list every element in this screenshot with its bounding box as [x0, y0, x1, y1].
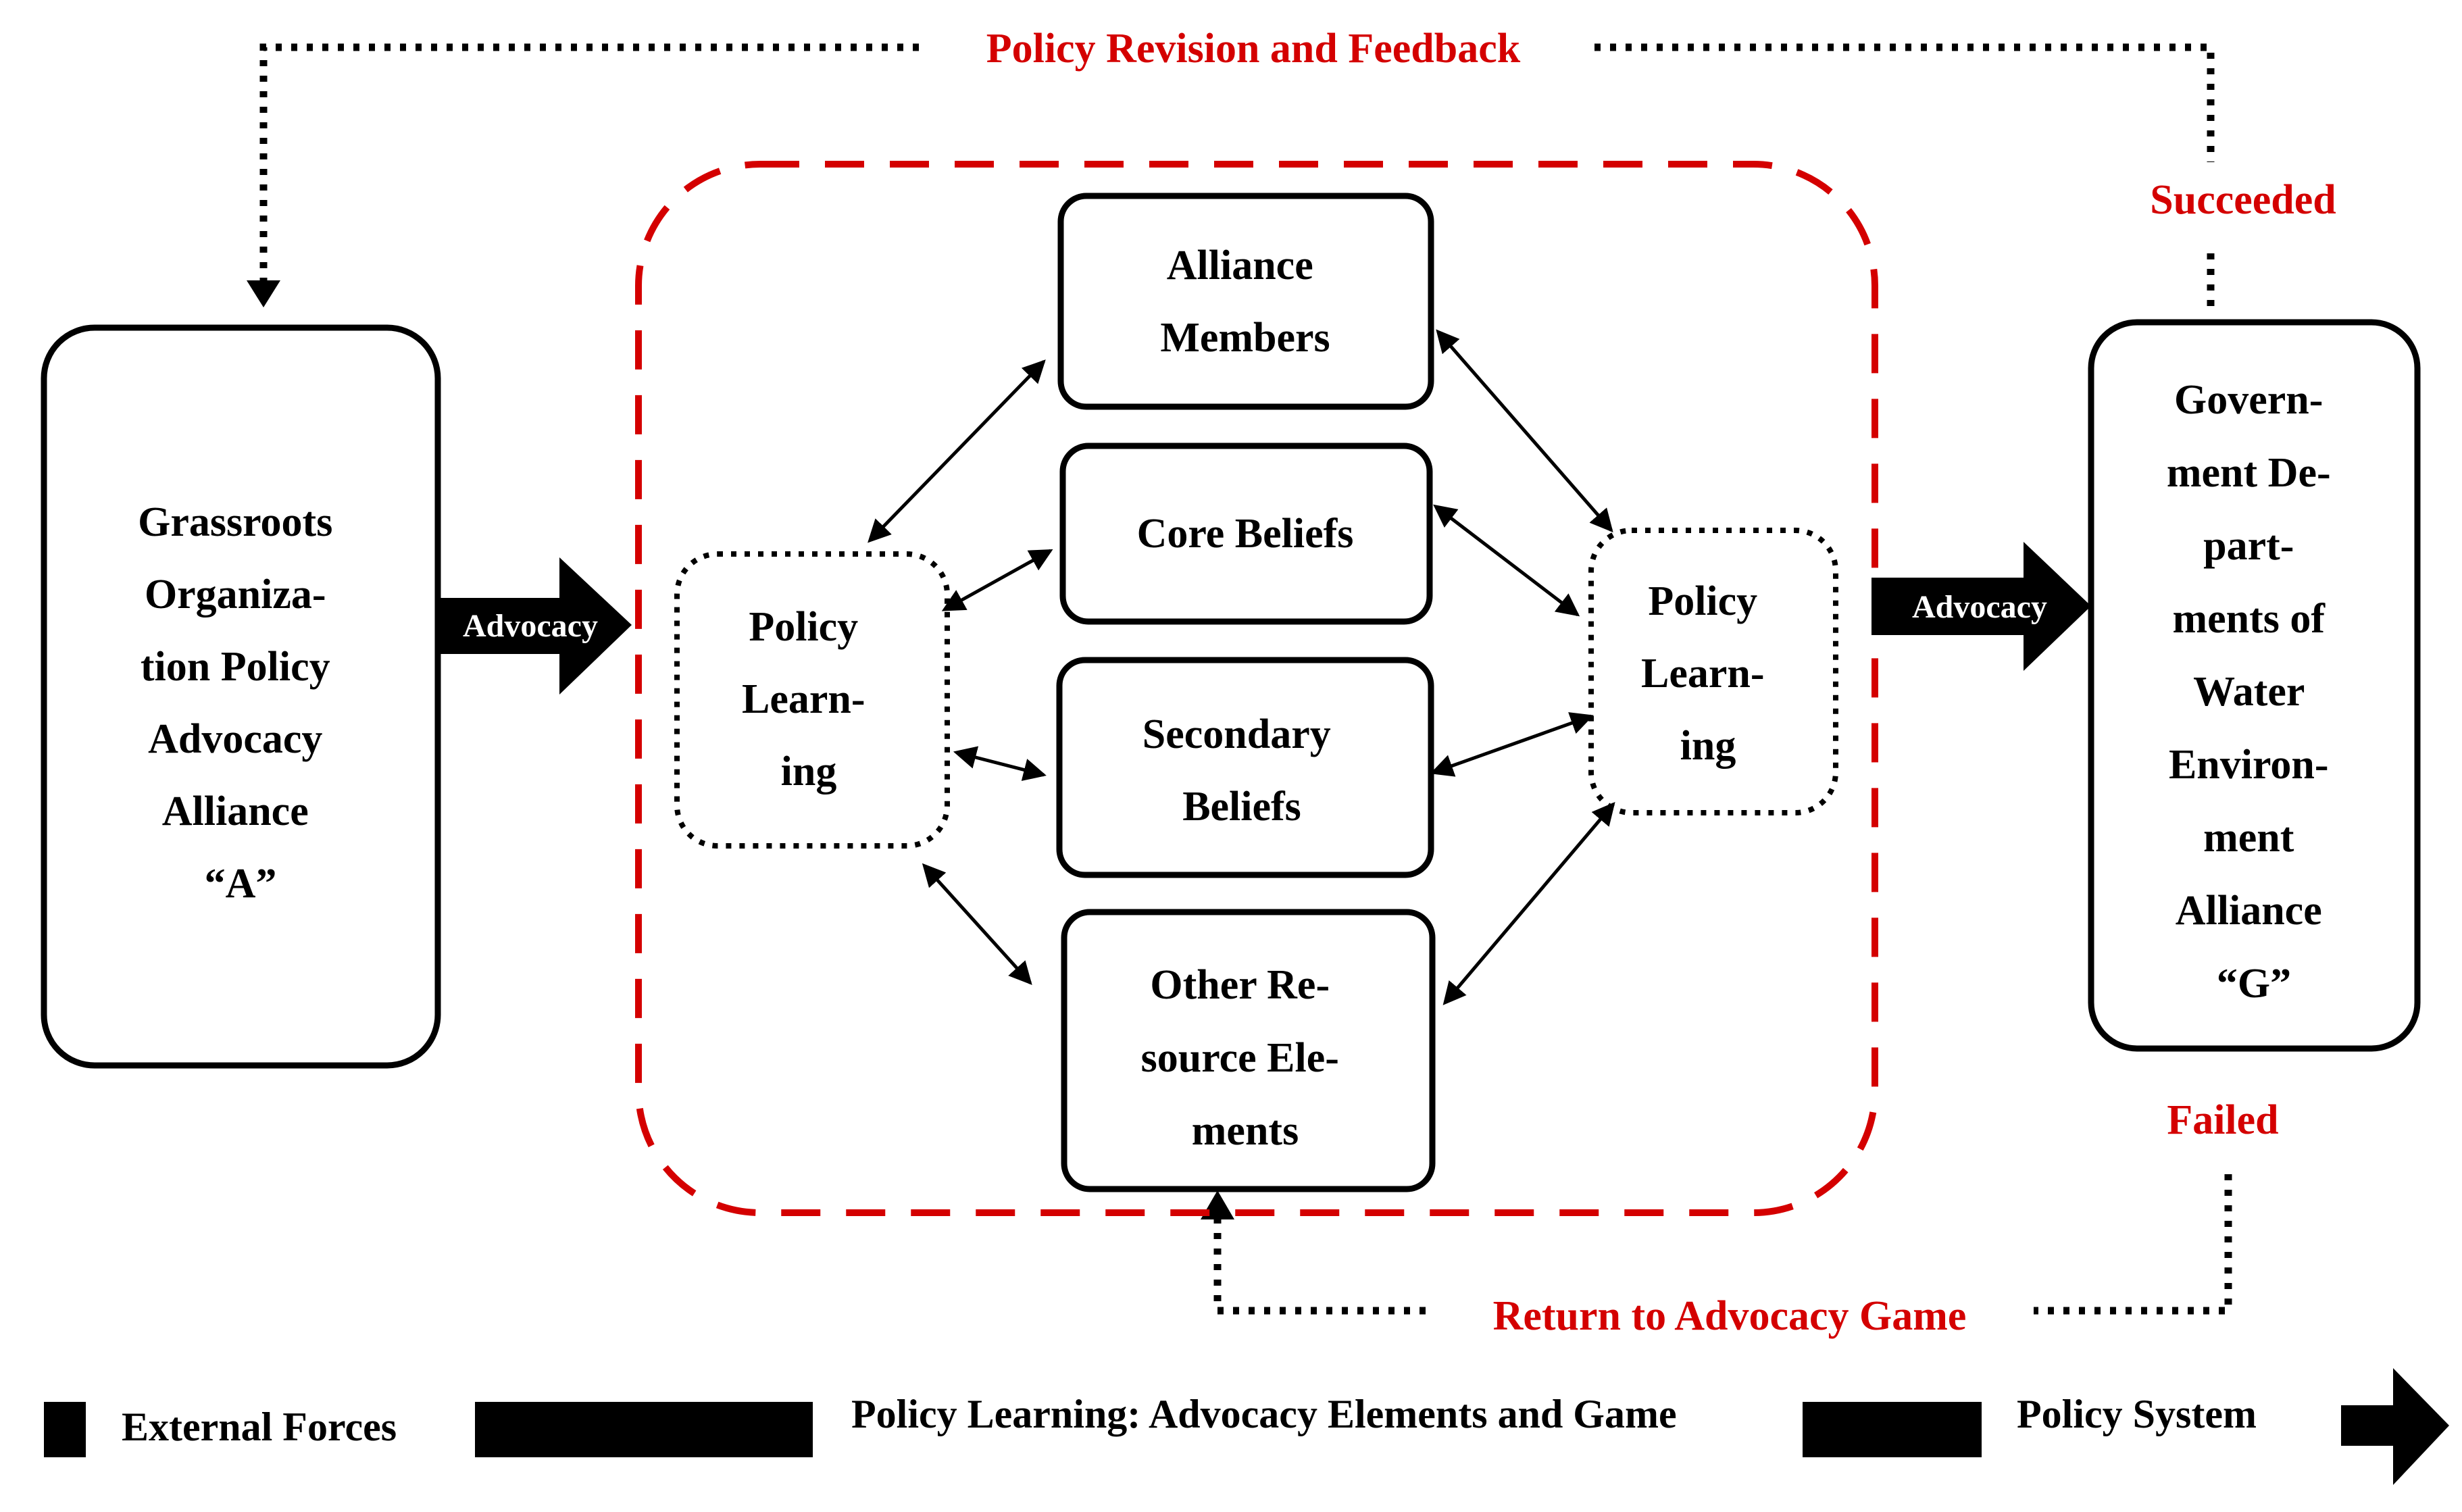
succeeded-label: Succeeded [2150, 177, 2336, 223]
legend-bar: External Forces Policy Learning: Advocac… [44, 1368, 2449, 1485]
policy-learning-right-label: Policy Learn- ing [1641, 578, 1775, 769]
feedback-loop-top: Policy Revision and Feedback Succeeded [247, 26, 2336, 307]
legend-bar-segment-2 [1803, 1402, 1982, 1457]
other-resources-label: Other Re- source Ele- ments [1141, 962, 1350, 1154]
advocacy-arrow-left-label: Advocacy [463, 608, 598, 644]
advocacy-arrow-right-label: Advocacy [1912, 589, 2047, 625]
government-alliance-node: Govern- ment De- part- ments of Water En… [2088, 319, 2421, 1052]
connector-left-secondary [953, 746, 1047, 781]
advocacy-game-region [635, 161, 1878, 1216]
policy-learning-left-label: Policy Learn- ing [742, 604, 876, 795]
government-alliance-label: Govern- ment De- part- ments of Water En… [2167, 377, 2341, 1007]
secondary-beliefs-label: Secondary Beliefs [1142, 711, 1342, 830]
connectors [868, 329, 1615, 1005]
connector-right-secondary [1430, 712, 1594, 777]
legend-square-icon [44, 1402, 86, 1457]
policy-learning-left: Policy Learn- ing [674, 551, 950, 849]
connector-left-alliance [868, 359, 1046, 543]
other-resources-box: Other Re- source Ele- ments [1061, 909, 1436, 1192]
legend-policy-learning: Policy Learning: Advocacy Elements and G… [851, 1392, 1677, 1436]
grassroots-alliance-label: Grassroots Organiza- tion Policy Advocac… [138, 499, 343, 907]
connector-right-alliance [1436, 329, 1613, 533]
policy-revision-label: Policy Revision and Feedback [986, 26, 1521, 72]
connector-left-core [941, 549, 1053, 611]
core-beliefs-label: Core Beliefs [1137, 511, 1354, 557]
grassroots-alliance-node: Grassroots Organiza- tion Policy Advocac… [41, 324, 441, 1069]
core-beliefs-box: Core Beliefs [1059, 443, 1433, 625]
connector-left-other [922, 863, 1032, 985]
alliance-members-label: Alliance Members [1160, 243, 1330, 361]
connector-right-core [1433, 504, 1580, 617]
connector-right-other [1442, 801, 1615, 1005]
advocacy-arrow-right: Advocacy [1871, 542, 2091, 671]
legend-arrow-icon [2341, 1368, 2449, 1485]
legend-bar-segment-1 [475, 1402, 813, 1457]
alliance-members-box: Alliance Members [1057, 193, 1434, 410]
advocacy-arrow-left: Advocacy [439, 557, 632, 695]
feedback-arrowhead-icon [247, 280, 280, 307]
legend-external-forces: External Forces [122, 1405, 397, 1449]
failed-label: Failed [2167, 1097, 2278, 1143]
policy-learning-right: Policy Learn- ing [1588, 528, 1838, 815]
return-to-game-label: Return to Advocacy Game [1493, 1293, 1967, 1339]
legend-policy-system: Policy System [2017, 1392, 2257, 1436]
secondary-beliefs-box: Secondary Beliefs [1056, 657, 1434, 878]
